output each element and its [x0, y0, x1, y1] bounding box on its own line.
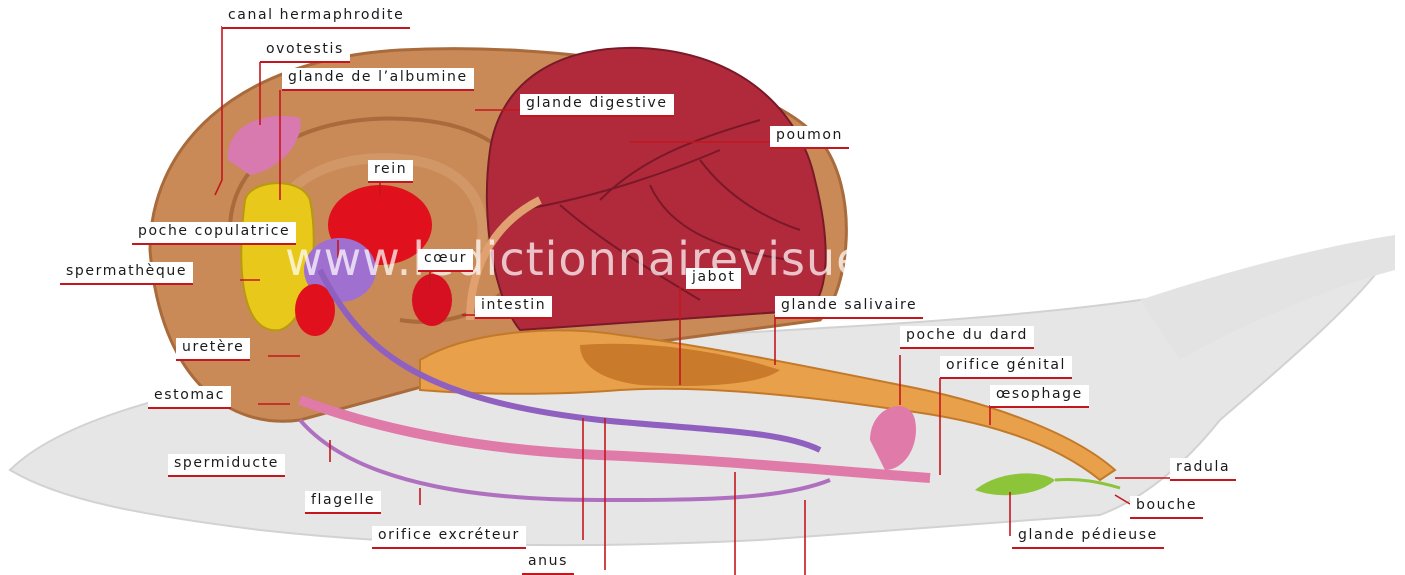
watermark-text: www.ledictionnairevisuel.com [285, 232, 996, 286]
label-spermiducte: spermiducte [168, 454, 285, 475]
label-glande-pedieuse: glande pédieuse [1012, 526, 1164, 547]
label-poche-copulatrice: poche copulatrice [132, 222, 296, 243]
label-ovotestis: ovotestis [260, 40, 350, 61]
label-rein: rein [368, 160, 413, 181]
label-radula: radula [1170, 458, 1236, 479]
digestive-gland-lung [487, 48, 826, 330]
label-oesophage: œsophage [990, 385, 1089, 406]
label-spermatheque: spermathèque [60, 262, 193, 283]
label-jabot: jabot [686, 268, 741, 289]
label-bouche: bouche [1130, 496, 1203, 517]
label-glande-albumine: glande de l’albumine [282, 68, 474, 89]
label-anus: anus [522, 552, 574, 573]
label-flagelle: flagelle [305, 491, 381, 512]
label-canal-hermaphrodite: canal hermaphrodite [222, 6, 410, 27]
label-intestin: intestin [475, 296, 552, 317]
label-poche-du-dard: poche du dard [900, 326, 1034, 347]
label-orifice-genital: orifice génital [940, 356, 1072, 377]
label-glande-digestive: glande digestive [520, 94, 674, 115]
label-poumon: poumon [770, 126, 849, 147]
label-estomac: estomac [148, 386, 231, 407]
label-orifice-excreteur: orifice excréteur [372, 526, 526, 547]
label-uretere: uretère [176, 338, 250, 359]
label-glande-salivaire: glande salivaire [775, 296, 923, 317]
label-coeur: cœur [418, 249, 473, 270]
